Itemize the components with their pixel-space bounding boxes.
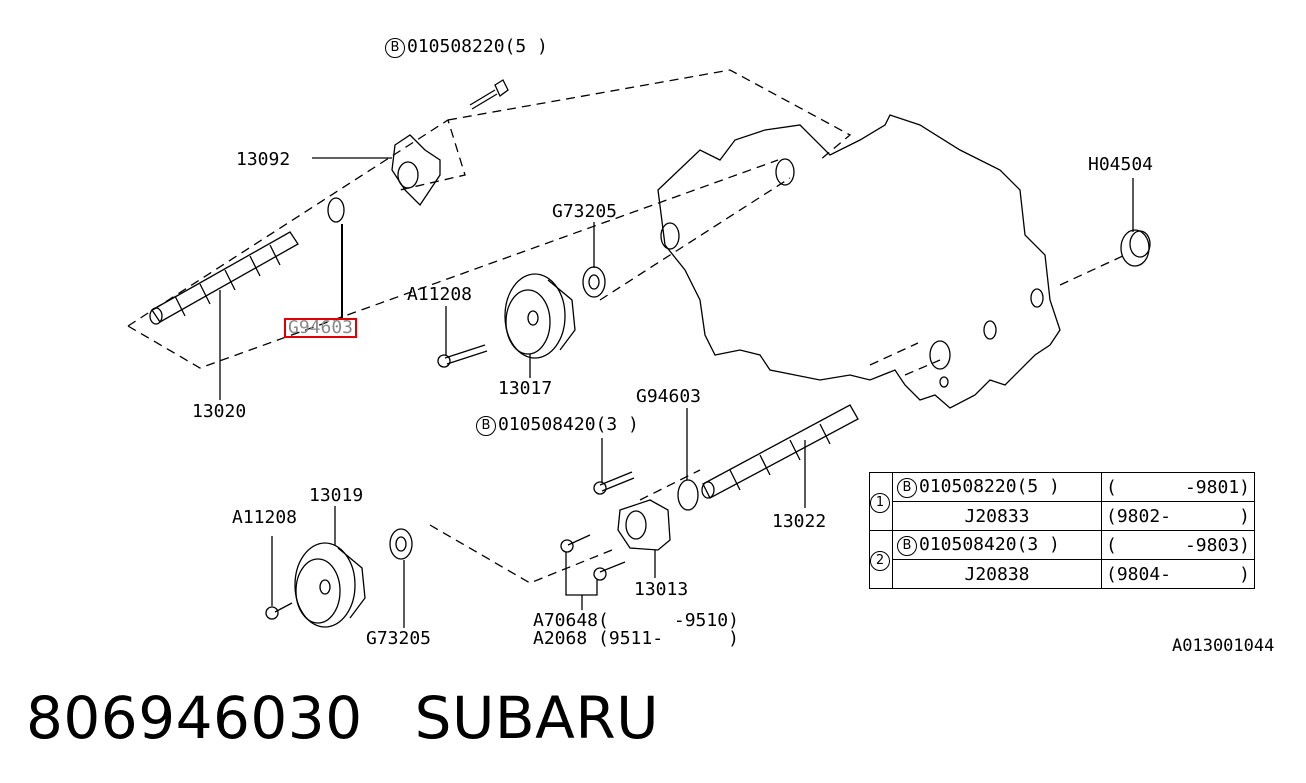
label-g73205-top: G73205: [552, 201, 618, 222]
label-13019: 13019: [309, 485, 364, 506]
sprocket-13017: [504, 273, 576, 359]
row-number: 1: [869, 472, 893, 531]
range-cell: (9804-): [1101, 559, 1255, 589]
camshaft-13020: [149, 231, 299, 325]
label-a2068: A2068 (9511- ): [533, 628, 739, 649]
housing-13013: [617, 499, 671, 551]
label-a11208-bot: A11208: [232, 507, 298, 528]
label-g73205-bot: G73205: [366, 628, 432, 649]
range-cell: (-9801): [1101, 472, 1255, 502]
plug-h04504: [1120, 229, 1151, 267]
footer-caption: 806946030 SUBARU: [26, 684, 659, 752]
bolt-mid: [599, 471, 635, 492]
document-code: A013001044: [1172, 636, 1275, 656]
bolt-top: [469, 79, 509, 110]
brand-name: SUBARU: [414, 684, 660, 752]
row-number: 2: [869, 530, 893, 589]
table-row: J20838 (9804-): [870, 559, 1255, 589]
label-a70648: A70648( -9510): [533, 610, 739, 631]
bolt-a11208-top: [444, 344, 488, 365]
case-outline: [657, 114, 1061, 409]
dashed-guides: [127, 69, 1126, 584]
label-13022: 13022: [772, 511, 827, 532]
seal-g73205-top: [582, 266, 606, 298]
label-g94603-mid: G94603: [636, 386, 702, 407]
label-13017: 13017: [498, 378, 553, 399]
label-h04504: H04504: [1088, 154, 1154, 175]
label-a11208-top: A11208: [407, 284, 473, 305]
leader-lines: [219, 157, 1134, 628]
oring-g94603-mid: [677, 479, 699, 511]
label-13020: 13020: [192, 401, 247, 422]
part-number: 806946030: [26, 684, 363, 752]
label-13013: 13013: [634, 579, 689, 600]
camshaft-13022: [701, 404, 859, 499]
range-cell: (-9803): [1101, 530, 1255, 560]
table-row: J20833 (9802-): [870, 501, 1255, 531]
seal-g73205-bot: [389, 528, 413, 560]
part-cell: J20838: [892, 559, 1102, 589]
range-cell: (9802-): [1101, 501, 1255, 531]
label-13092: 13092: [236, 149, 291, 170]
label-g94603-highlighted[interactable]: G94603: [284, 318, 358, 338]
sprocket-13019: [294, 542, 366, 628]
part-cell: J20833: [892, 501, 1102, 531]
